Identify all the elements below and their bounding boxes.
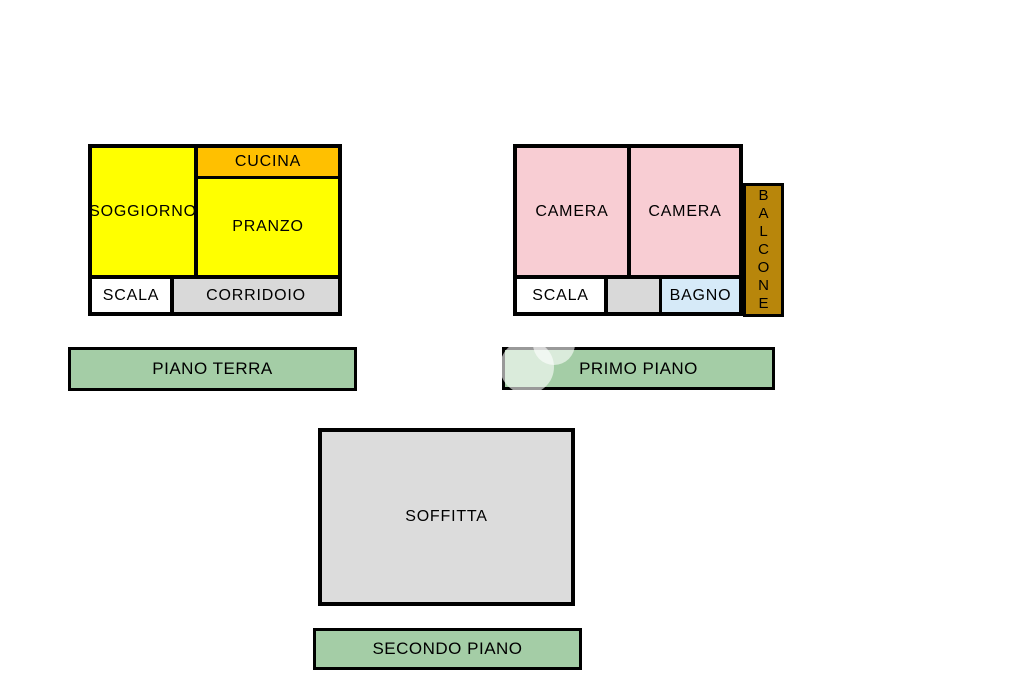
caption-piano-terra: PIANO TERRA <box>68 347 357 391</box>
ground-floor-plan: SOGGIORNO CUCINA PRANZO SCALA CORRIDOIO <box>88 144 342 316</box>
room-camera-left: CAMERA <box>517 148 631 275</box>
ground-floor-right-column: CUCINA PRANZO <box>198 148 338 275</box>
watermark-circle <box>533 323 575 365</box>
room-bagno: BAGNO <box>662 279 739 312</box>
room-soffitta-label: SOFFITTA <box>405 508 488 525</box>
room-soggiorno: SOGGIORNO <box>89 148 198 275</box>
attic-plan: SOFFITTA <box>318 428 575 606</box>
room-scala-first-label: SCALA <box>532 286 589 304</box>
caption-piano-terra-label: PIANO TERRA <box>152 359 273 378</box>
caption-primo-piano-label: PRIMO PIANO <box>579 358 698 378</box>
first-floor-plan: CAMERA CAMERA SCALA BAGNO <box>513 144 743 316</box>
caption-secondo-piano-label: SECONDO PIANO <box>372 639 523 658</box>
room-cucina-label: CUCINA <box>234 153 302 170</box>
room-camera-right: CAMERA <box>631 148 739 275</box>
room-balcone: B A L C O N E <box>743 183 784 317</box>
first-floor-bottom-row: SCALA BAGNO <box>517 275 739 312</box>
room-camera-left-label: CAMERA <box>535 202 609 220</box>
ground-floor-bottom-row: SCALA CORRIDOIO <box>92 275 338 312</box>
room-scala-first: SCALA <box>517 279 608 312</box>
room-soggiorno-label: SOGGIORNO <box>89 202 197 220</box>
room-pranzo: PRANZO <box>198 179 338 275</box>
room-corridoio-label: CORRIDOIO <box>206 286 306 304</box>
first-floor-top-row: CAMERA CAMERA <box>517 148 739 275</box>
caption-secondo-piano: SECONDO PIANO <box>313 628 582 670</box>
room-scala-ground: SCALA <box>92 279 174 312</box>
room-bagno-label: BAGNO <box>669 286 732 304</box>
room-pranzo-label: PRANZO <box>232 218 304 235</box>
room-cucina: CUCINA <box>198 148 338 179</box>
ground-floor-top-row: SOGGIORNO CUCINA PRANZO <box>89 148 338 275</box>
room-scala-ground-label: SCALA <box>102 286 160 304</box>
room-landing <box>608 279 662 312</box>
room-camera-right-label: CAMERA <box>648 202 722 220</box>
room-corridoio: CORRIDOIO <box>174 279 338 312</box>
